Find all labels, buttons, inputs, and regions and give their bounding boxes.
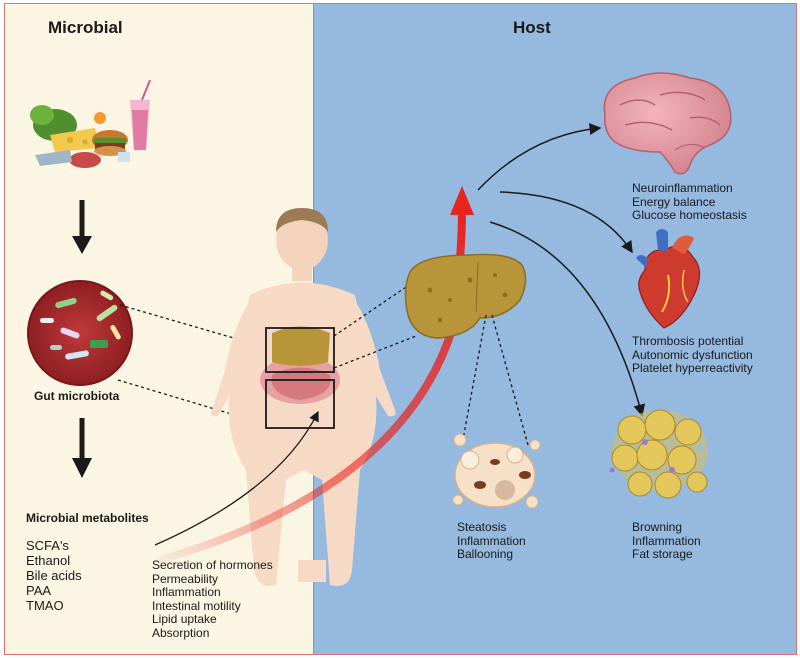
list-item: Browning bbox=[632, 520, 683, 534]
brain-icon bbox=[603, 72, 732, 175]
host-title: Host bbox=[513, 18, 551, 37]
liver-cells-icon bbox=[452, 433, 541, 509]
intestine-effects-list: Secretion of hormones Permeability Infla… bbox=[152, 558, 273, 640]
arrow-to-heart bbox=[499, 191, 633, 254]
heart-icon bbox=[636, 229, 701, 329]
arrow-down-2 bbox=[72, 418, 92, 478]
list-item: Bile acids bbox=[26, 568, 82, 583]
list-item: Steatosis bbox=[457, 520, 507, 534]
intestine-arrow bbox=[154, 410, 319, 546]
list-item: Inflammation bbox=[152, 585, 221, 599]
adipose-tissue-icon bbox=[609, 409, 708, 503]
list-item: Energy balance bbox=[632, 194, 716, 209]
list-item: SCFA's bbox=[26, 538, 69, 553]
list-item: Absorption bbox=[152, 625, 210, 640]
liver-effects-list: Steatosis Inflammation Ballooning bbox=[457, 520, 526, 562]
list-item: Platelet hyperreactivity bbox=[632, 361, 753, 375]
dashed-connector bbox=[461, 314, 487, 446]
heart-effects-list: Thrombosis potential Autonomic dysfuncti… bbox=[632, 334, 753, 376]
list-item: Thrombosis potential bbox=[632, 334, 744, 348]
list-item: Neuroinflammation bbox=[632, 181, 733, 195]
list-item: Autonomic dysfunction bbox=[632, 347, 753, 362]
adipose-effects-list: Browning Inflammation Fat storage bbox=[632, 520, 701, 562]
list-item: Inflammation bbox=[632, 533, 701, 548]
list-item: Secretion of hormones bbox=[152, 558, 273, 572]
liver-icon bbox=[404, 253, 527, 339]
dashed-connector bbox=[117, 379, 269, 426]
dashed-connector bbox=[333, 282, 413, 337]
microbial-metabolites-title: Microbial metabolites bbox=[26, 511, 149, 525]
dashed-connector bbox=[491, 314, 529, 446]
list-item: Ethanol bbox=[26, 553, 71, 568]
gut-microbiota-icon bbox=[27, 280, 133, 386]
arrow-to-brain bbox=[477, 123, 602, 191]
gut-microbiota-label: Gut microbiota bbox=[34, 389, 120, 403]
liver-box bbox=[265, 327, 335, 373]
arrow-down-1 bbox=[72, 200, 92, 254]
arrow-to-adipose bbox=[489, 221, 646, 417]
food-icon bbox=[30, 79, 151, 168]
microbial-title: Microbial bbox=[48, 18, 123, 37]
list-item: PAA bbox=[26, 583, 52, 598]
red-arrowhead bbox=[450, 186, 474, 215]
brain-effects-list: Neuroinflammation Energy balance Glucose… bbox=[632, 181, 747, 223]
dashed-connector bbox=[333, 335, 417, 369]
metabolites-list: SCFA's Ethanol Bile acids PAA TMAO bbox=[26, 538, 82, 613]
list-item: Fat storage bbox=[632, 547, 693, 561]
list-item: TMAO bbox=[26, 598, 64, 613]
list-item: Ballooning bbox=[457, 547, 514, 561]
list-item: Glucose homeostasis bbox=[632, 208, 747, 222]
intestine-box bbox=[265, 379, 335, 429]
list-item: Lipid uptake bbox=[152, 612, 217, 626]
list-item: Inflammation bbox=[457, 533, 526, 548]
list-item: Permeability bbox=[152, 571, 219, 586]
list-item: Intestinal motility bbox=[152, 598, 241, 613]
